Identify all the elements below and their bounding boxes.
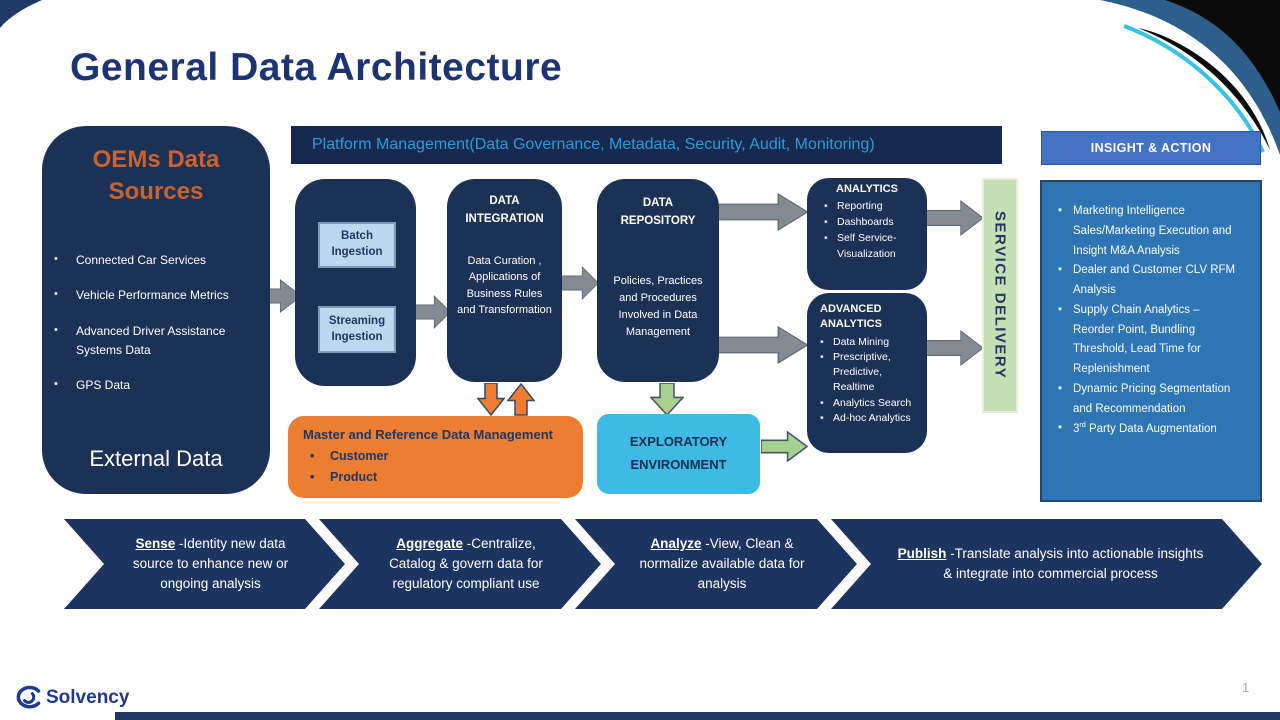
list-item: Prescriptive, Predictive, Realtime (820, 350, 925, 396)
top-left-corner-swoosh-decoration (0, 0, 42, 28)
mdm-bullet-list: Customer Product (288, 442, 583, 489)
list-item: Product (310, 467, 583, 489)
third-party-rest: Party Data Augmentation (1085, 423, 1217, 436)
arrow-up-icon (507, 383, 535, 416)
page-number: 1 (1242, 680, 1250, 695)
logo-text: Solvency (46, 687, 130, 708)
master-reference-data-box: Master and Reference Data Management Cus… (288, 416, 583, 498)
list-item: 3rd Party Data Augmentation (1056, 419, 1252, 440)
data-integration-box: DATA INTEGRATION Data Curation , Applica… (447, 179, 562, 382)
oem-data-sources-box: OEMs Data Sources Connected Car Services… (42, 126, 270, 494)
list-item: Advanced Driver Assistance Systems Data (54, 322, 256, 359)
external-data-label: External Data (89, 446, 223, 471)
ingestion-box (295, 179, 416, 386)
chevron-text: -Translate analysis into actionable insi… (943, 545, 1204, 581)
platform-management-banner: Platform Management(Data Governance, Met… (291, 126, 1002, 164)
list-item: Supply Chain Analytics – Reorder Point, … (1056, 301, 1252, 380)
advanced-analytics-box: ADVANCED ANALYTICS Data Mining Prescript… (807, 293, 927, 453)
oem-box-title: OEMs Data Sources (92, 146, 220, 206)
analytics-bullet-list: Reporting Dashboards Self Service-Visual… (807, 197, 927, 262)
list-item: Self Service-Visualization (824, 231, 921, 263)
process-chevron-sense: Sense -Identity new data source to enhan… (64, 519, 345, 609)
solvency-swirl-icon (16, 685, 41, 709)
list-item: Marketing Intelligence Sales/Marketing E… (1056, 202, 1252, 261)
third-party-sup: rd (1079, 421, 1086, 430)
exploratory-line2: ENVIRONMENT (630, 457, 727, 472)
data-integration-body: Data Curation , Applications of Business… (457, 254, 552, 317)
page-title: General Data Architecture (70, 46, 563, 89)
chevron-text: -View, Clean & normalize available data … (639, 535, 805, 592)
arrow-right-icon (926, 330, 984, 366)
service-delivery-label: SERVICE DELIVERY (991, 211, 1009, 380)
insight-bullet-list: Marketing Intelligence Sales/Marketing E… (1042, 182, 1260, 440)
arrow-right-icon (926, 200, 984, 236)
batch-ingestion-chip: Batch Ingestion (318, 222, 396, 268)
list-item: GPS Data (54, 376, 256, 395)
arrow-right-icon (717, 193, 809, 231)
process-chevron-aggregate: Aggregate -Centralize, Catalog & govern … (319, 519, 601, 609)
insight-action-header: INSIGHT & ACTION (1041, 131, 1261, 165)
chevron-text: -Identity new data source to enhance new… (132, 535, 289, 592)
process-chevron-publish: Publish -Translate analysis into actiona… (831, 519, 1262, 609)
chevron-label: Sense (135, 535, 176, 551)
mdm-title: Master and Reference Data Management (303, 427, 553, 442)
list-item: Analytics Search (820, 396, 925, 411)
third-party-num: 3 (1073, 423, 1080, 436)
data-repository-body: Policies, Practices and Procedures Invol… (613, 274, 703, 338)
streaming-ingestion-chip: Streaming Ingestion (318, 306, 396, 353)
analytics-box: ANALYTICS Reporting Dashboards Self Serv… (807, 178, 927, 290)
process-chevron-analyze: Analyze -View, Clean & normalize availab… (575, 519, 857, 609)
arrow-down-icon (650, 383, 684, 416)
list-item: Dealer and Customer CLV RFM Analysis (1056, 261, 1252, 301)
exploratory-line1: EXPLORATORY (629, 434, 728, 450)
list-item: Customer (310, 446, 583, 468)
arrow-right-icon (557, 266, 599, 300)
service-delivery-bar: SERVICE DELIVERY (982, 178, 1018, 413)
list-item: Reporting (824, 199, 921, 215)
oem-bullet-list: Connected Car Services Vehicle Performan… (42, 251, 270, 395)
chevron-label: Analyze (650, 535, 702, 551)
insight-action-panel: Marketing Intelligence Sales/Marketing E… (1040, 180, 1262, 502)
data-repository-box: DATA REPOSITORY Policies, Practices and … (597, 179, 719, 382)
exploratory-environment-box: EXPLORATORY ENVIRONMENT (597, 414, 760, 494)
arrow-down-icon (477, 383, 505, 416)
list-item: Vehicle Performance Metrics (54, 286, 256, 305)
data-integration-title: DATA INTEGRATION (465, 195, 544, 226)
chevron-label: Aggregate (396, 535, 463, 551)
analytics-title: ANALYTICS (836, 183, 898, 195)
list-item: Data Mining (820, 335, 925, 350)
list-item: Dynamic Pricing Segmentation and Recomme… (1056, 380, 1252, 420)
chevron-text: -Centralize, Catalog & govern data for r… (389, 535, 543, 592)
list-item: Connected Car Services (54, 251, 256, 270)
company-logo: Solvency (14, 684, 129, 712)
bottom-accent-bar (115, 712, 1280, 720)
advanced-analytics-title: ADVANCED ANALYTICS (820, 303, 882, 330)
data-repository-title: DATA REPOSITORY (620, 197, 696, 228)
arrow-right-icon (761, 431, 808, 462)
platform-management-text: Platform Management(Data Governance, Met… (312, 136, 875, 153)
list-item: Ad-hoc Analytics (820, 411, 925, 426)
chevron-label: Publish (897, 545, 947, 561)
list-item: Dashboards (824, 215, 921, 231)
arrow-right-icon (717, 326, 809, 364)
advanced-analytics-bullet-list: Data Mining Prescriptive, Predictive, Re… (807, 332, 927, 427)
